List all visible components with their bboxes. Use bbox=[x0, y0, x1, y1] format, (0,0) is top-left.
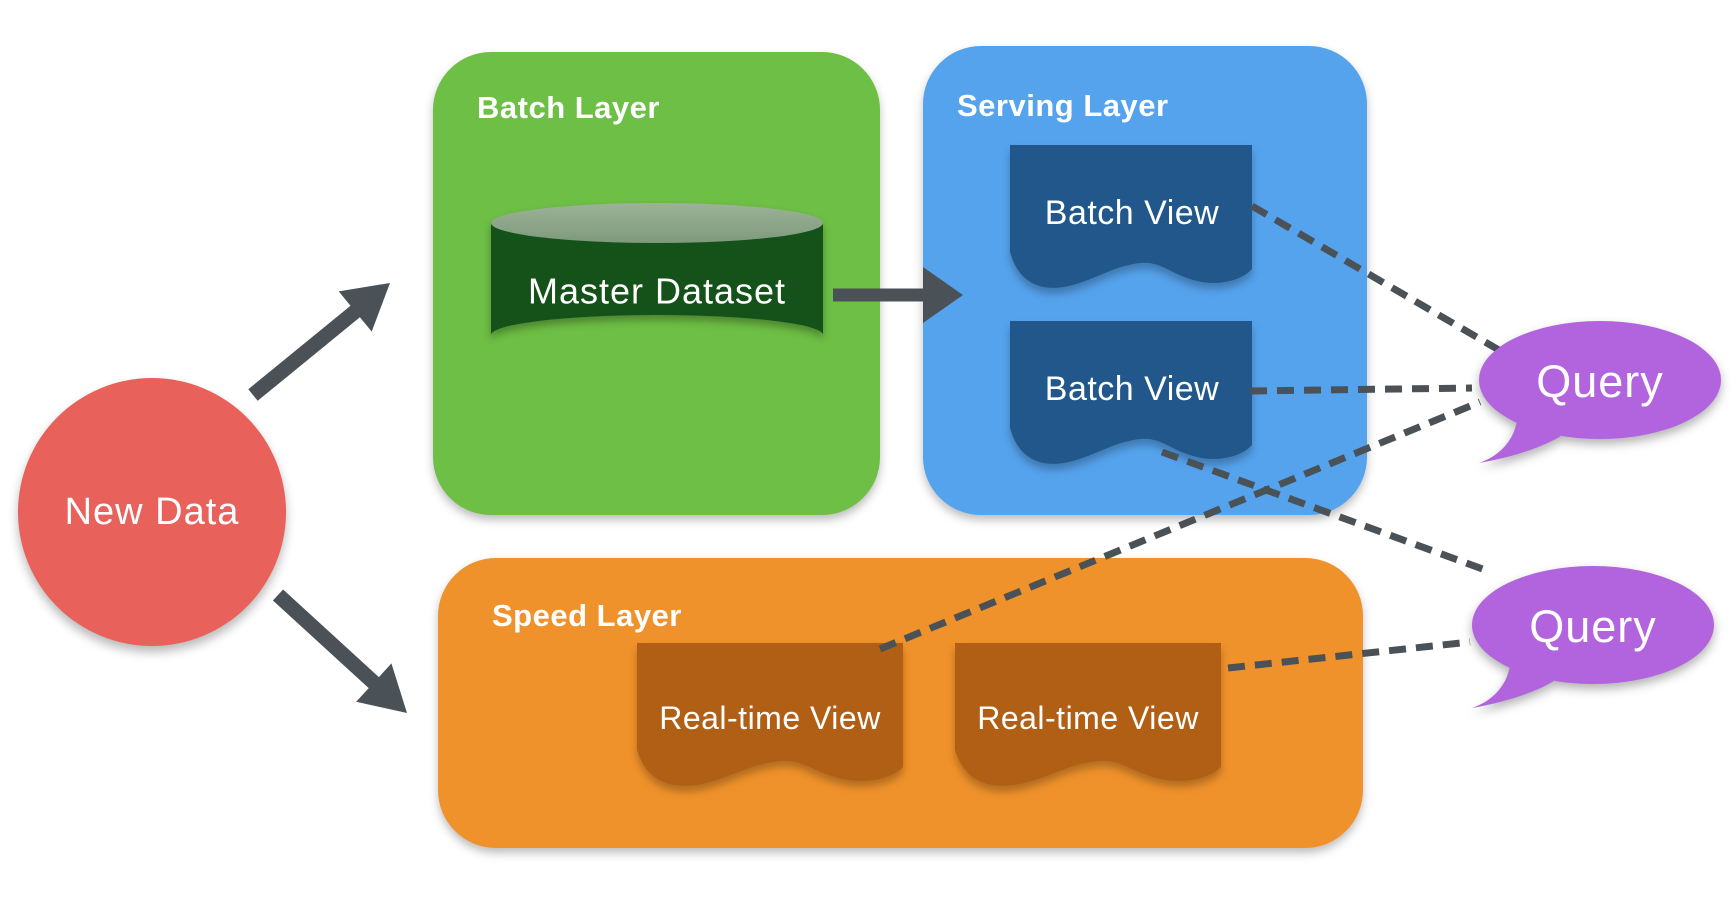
query-bubble-1-tail bbox=[1479, 421, 1561, 463]
query-1-label: Query bbox=[1536, 356, 1664, 407]
batch-view-1-shape bbox=[1010, 145, 1252, 288]
batch-view-2-card: Batch View bbox=[1010, 321, 1252, 464]
arrow-newdata-to-speed bbox=[272, 589, 407, 713]
query-bubble-1-body bbox=[1479, 321, 1721, 439]
query-bubble-2: Query bbox=[1472, 566, 1714, 708]
batch-view-2-label: Batch View bbox=[1045, 370, 1219, 408]
arrow-newdata-to-batch bbox=[248, 283, 390, 401]
new-data-node: New Data bbox=[18, 378, 286, 646]
master-dataset-label: Master Dataset bbox=[528, 271, 786, 312]
batch-view-1-card: Batch View bbox=[1010, 145, 1252, 288]
realtime-view-1-card: Real-time View bbox=[637, 643, 903, 786]
realtime-view-1-shape bbox=[637, 643, 903, 786]
master-dataset-cylinder: Master Dataset bbox=[491, 203, 823, 335]
query-bubble-2-body bbox=[1472, 566, 1714, 684]
batch-view-1-label: Batch View bbox=[1045, 194, 1219, 232]
serving-layer-title: Serving Layer bbox=[957, 88, 1169, 123]
cylinder-body bbox=[491, 223, 823, 335]
realtime-view-2-card: Real-time View bbox=[955, 643, 1221, 786]
speed-layer-title: Speed Layer bbox=[492, 598, 682, 633]
query-bubble-2-tail bbox=[1472, 666, 1554, 708]
realtime-view-2-label: Real-time View bbox=[977, 700, 1199, 736]
new-data-label: New Data bbox=[64, 490, 240, 533]
query-2-label: Query bbox=[1529, 601, 1657, 652]
realtime-view-2-shape bbox=[955, 643, 1221, 786]
realtime-view-1-label: Real-time View bbox=[659, 700, 881, 736]
cylinder-top bbox=[491, 203, 823, 243]
batch-layer-title: Batch Layer bbox=[477, 90, 660, 125]
query-bubble-1: Query bbox=[1479, 321, 1721, 463]
